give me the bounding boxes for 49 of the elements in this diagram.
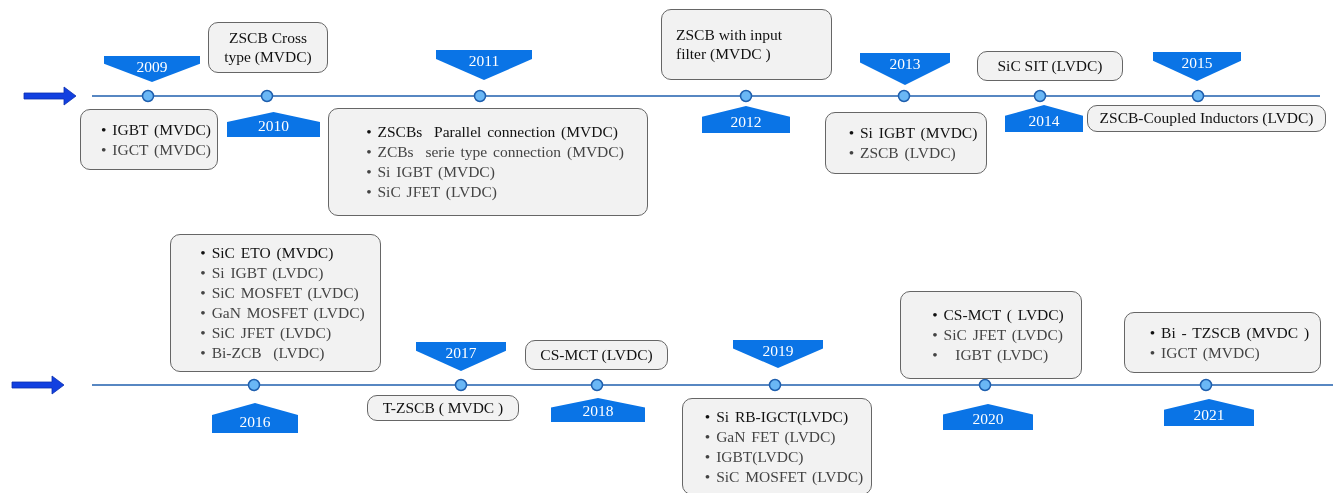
event-card	[80, 109, 218, 170]
list-item: • Bi - TZSCB (MVDC )	[1149, 322, 1310, 343]
event-card: SiC SIT (LVDC)	[977, 51, 1123, 81]
year-marker: 2017	[416, 342, 506, 371]
list-item: • Si IGBT (MVDC)	[366, 162, 496, 182]
year-marker: 2013	[860, 53, 950, 85]
year-marker: 2015	[1153, 52, 1241, 81]
list-item: • Si RB-IGCT(LVDC)	[704, 406, 850, 427]
list-item: • SiC JFET (LVDC)	[932, 325, 1064, 345]
event-card	[170, 234, 381, 372]
year-marker: 2019	[733, 340, 823, 368]
list-item: • ZSCBs Parallel connection (MVDC)	[366, 122, 619, 142]
event-card: ZSCB Cross type (MVDC)	[208, 22, 328, 73]
year-marker: 2011	[436, 50, 532, 80]
list-item: • IGCT (MVDC)	[1149, 342, 1261, 363]
list-item: • SiC ETO (MVDC)	[200, 243, 335, 263]
list-item: • IGBT (LVDC)	[932, 345, 1050, 365]
list-item: • SiC MOSFET (LVDC)	[200, 283, 360, 303]
list-item: • IGBT (MVDC)	[101, 119, 211, 140]
event-card	[328, 108, 648, 216]
year-marker: 2009	[104, 56, 200, 82]
list-item: • Bi-ZCB (LVDC)	[200, 343, 326, 363]
year-marker: 2010	[227, 112, 320, 137]
list-item: • ZSCB (LVDC)	[848, 143, 957, 163]
event-card	[682, 398, 872, 493]
event-card: CS-MCT (LVDC)	[525, 340, 668, 370]
list-item: • ZCBs serie type connection (MVDC)	[366, 142, 624, 162]
year-marker: 2014	[1005, 105, 1083, 132]
list-item: • SiC MOSFET (LVDC)	[704, 466, 864, 487]
event-card: T-ZSCB ( MVDC )	[367, 395, 519, 421]
year-marker: 2021	[1164, 399, 1254, 426]
list-item: • Si IGBT (LVDC)	[200, 263, 325, 283]
event-card	[1124, 312, 1321, 373]
event-card: ZSCB-Coupled Inductors (LVDC)	[1087, 105, 1326, 132]
event-card: ZSCB with input filter (MVDC )	[661, 9, 832, 80]
list-item: • IGBT(LVDC)	[704, 446, 805, 467]
year-marker: 2018	[551, 398, 645, 422]
list-item: • SiC JFET (LVDC)	[366, 182, 498, 202]
event-card	[900, 291, 1082, 379]
list-item: • IGCT (MVDC)	[101, 139, 211, 160]
list-item: • Si IGBT (MVDC)	[848, 123, 978, 143]
list-item: • GaN MOSFET (LVDC)	[200, 303, 365, 323]
year-marker: 2012	[702, 106, 790, 133]
event-card	[825, 112, 987, 174]
list-item: • CS-MCT ( LVDC)	[932, 305, 1064, 325]
list-item: • GaN FET (LVDC)	[704, 426, 837, 447]
list-item: • SiC JFET (LVDC)	[200, 323, 333, 343]
year-marker: 2016	[212, 403, 298, 433]
year-marker: 2020	[943, 404, 1033, 430]
